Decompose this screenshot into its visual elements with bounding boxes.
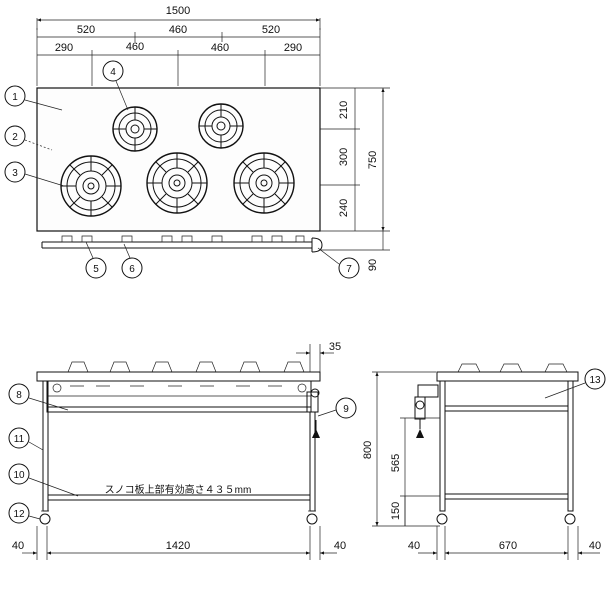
large-burner-center: [146, 152, 208, 214]
dim-pipe-drop: 90: [367, 259, 379, 271]
dim-lower-3: 460: [211, 42, 229, 54]
callout-11: 11: [14, 434, 25, 445]
top-view: 1500 520 460 460 520 290 460 290 210 300…: [36, 5, 390, 271]
callout-1: 1: [12, 92, 18, 103]
dim-side-565: 565: [390, 454, 402, 472]
top-callouts: 1 2 3 4 5 6 7: [4, 60, 360, 279]
dim-front-right: 40: [334, 540, 346, 552]
dim-front-height: 800: [362, 441, 374, 459]
side-leg-right: [567, 380, 574, 512]
large-burner-right: [233, 152, 295, 214]
dim-side-mid: 670: [499, 540, 517, 552]
dim-depth-total: 750: [367, 151, 379, 169]
callout-3: 3: [12, 168, 18, 179]
callout-10: 10: [13, 470, 25, 481]
small-burner-left: [112, 106, 158, 152]
dim-lower-1: 290: [55, 42, 73, 54]
callout-8: 8: [16, 390, 22, 401]
dim-side-right: 40: [589, 540, 601, 552]
dim-depth-3: 240: [338, 199, 350, 217]
dim-depth-1: 210: [338, 101, 350, 119]
callout-13: 13: [589, 375, 601, 386]
callout-4: 4: [110, 67, 116, 78]
callout-12: 12: [13, 509, 25, 520]
dim-depth-2: 300: [338, 148, 350, 166]
callout-1-circle: [4, 85, 26, 107]
dim-upper-2: 460: [126, 41, 144, 53]
small-burner-right: [198, 103, 244, 149]
callout-5: 5: [93, 264, 99, 275]
side-shelf: [444, 493, 569, 500]
dim-upper-3: 460: [169, 24, 187, 36]
dim-upper-1: 520: [77, 24, 95, 36]
callout-7: 7: [346, 264, 352, 275]
dim-side-150: 150: [390, 502, 402, 520]
front-callouts: 8 9 11 10 12: [8, 383, 357, 524]
shelf-note: スノコ板上部有効高さ４３５mm: [105, 483, 252, 496]
dim-upper-4: 520: [262, 24, 280, 36]
dim-lower-4: 290: [284, 42, 302, 54]
callout-6: 6: [129, 264, 135, 275]
dim-front-mid: 1420: [166, 540, 190, 552]
dim-top-total: 1500: [166, 5, 190, 17]
callout-9: 9: [343, 404, 349, 415]
callout-2: 2: [12, 132, 18, 143]
dim-front-bracket: 35: [329, 341, 341, 353]
front-leg-right: [309, 411, 316, 512]
side-callouts: 13: [544, 368, 606, 399]
side-view: 800 565 150 40 670 40: [362, 363, 601, 560]
dim-front-left: 40: [12, 540, 24, 552]
large-burner-left: [60, 155, 122, 217]
gas-manifold: [41, 235, 323, 253]
side-leg-left: [439, 380, 446, 512]
dim-side-left: 40: [408, 540, 420, 552]
front-view: 35 スノコ板上部有効高さ４３５mm 40 1420 40: [12, 341, 346, 560]
front-shelf: [47, 494, 311, 501]
